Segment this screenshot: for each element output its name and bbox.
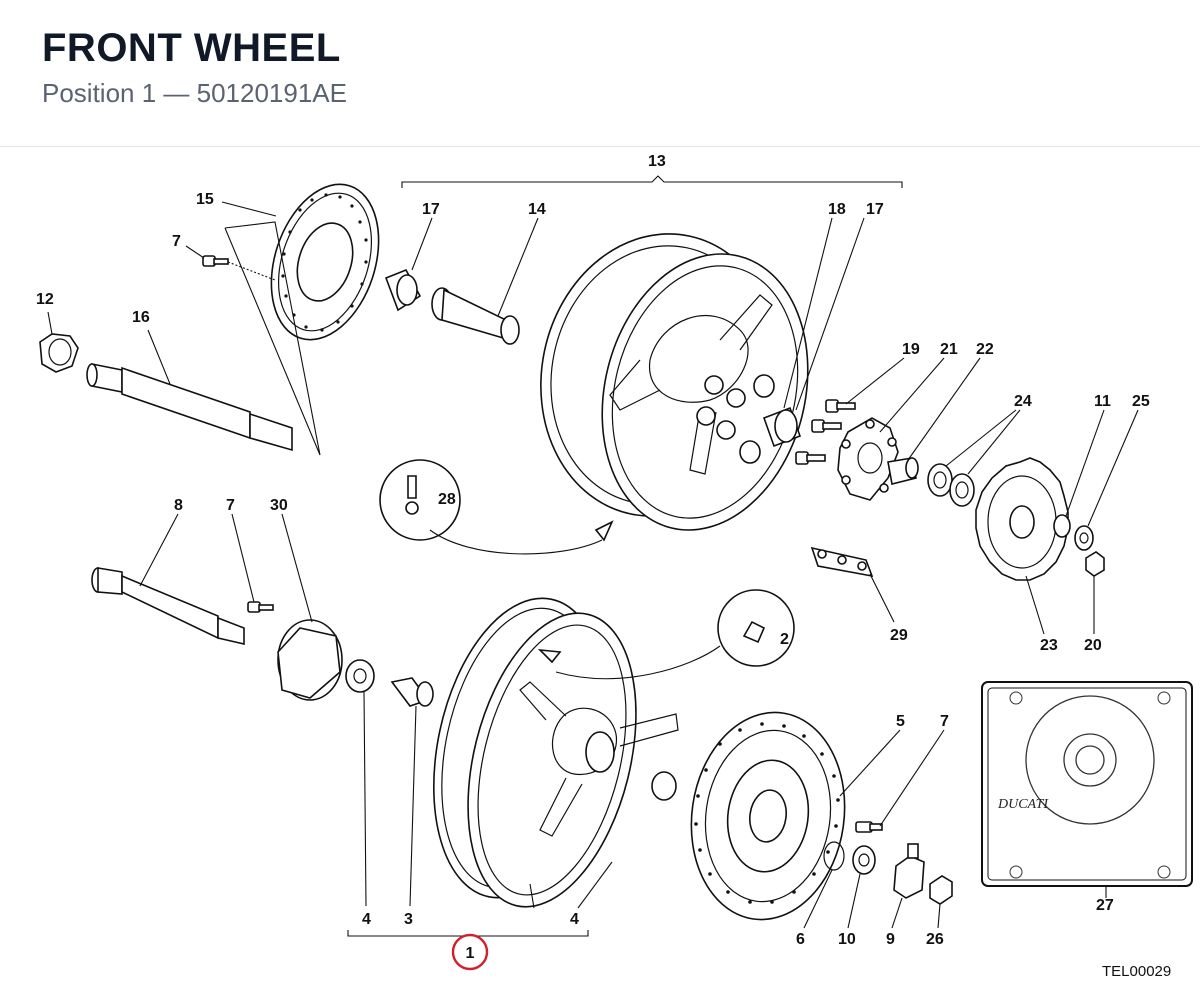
page-header: FRONT WHEEL Position 1 — 50120191AE xyxy=(0,0,1200,147)
callout-7c: 7 xyxy=(226,497,235,514)
page-subtitle: Position 1 — 50120191AE xyxy=(42,78,347,108)
bracket-13 xyxy=(401,175,903,188)
callout-8: 8 xyxy=(174,497,183,514)
callout-29: 29 xyxy=(890,627,908,644)
clamp-part-9[interactable] xyxy=(893,843,925,899)
axle-part-16[interactable] xyxy=(86,363,293,452)
sprocket-carrier-part-21[interactable] xyxy=(837,417,899,501)
callout-10: 10 xyxy=(838,931,856,948)
exploded-parts-diagram: DUCATI 13 15 17 14 18 17 7 12 16 19 21 2… xyxy=(0,146,1200,992)
callout-6: 6 xyxy=(796,931,805,948)
axle-part-8[interactable] xyxy=(91,567,245,646)
callout-25: 25 xyxy=(1132,393,1150,410)
wheel-rim-part-13[interactable] xyxy=(515,212,836,552)
callout-labels: 13 15 17 14 18 17 7 12 16 19 21 22 24 11… xyxy=(36,153,1150,948)
spacer-part-22[interactable] xyxy=(887,457,919,485)
callout-3: 3 xyxy=(404,911,413,928)
spacer-part-3[interactable] xyxy=(390,677,434,707)
inset-logo-text: DUCATI xyxy=(997,797,1049,812)
callout-15: 15 xyxy=(196,191,214,208)
callout-2: 2 xyxy=(780,631,789,648)
wheel-rim-part-1[interactable] xyxy=(408,582,679,924)
valve-callout-2 xyxy=(537,589,795,680)
speedo-drive-part-30[interactable] xyxy=(277,619,343,701)
callout-30: 30 xyxy=(270,497,288,514)
nut-part-26[interactable] xyxy=(929,875,953,905)
callout-14: 14 xyxy=(528,201,546,218)
bolt-part-7[interactable] xyxy=(855,821,883,833)
callout-5: 5 xyxy=(896,713,905,730)
bearing-part-4[interactable] xyxy=(345,659,375,693)
brake-disc-part-5[interactable] xyxy=(678,702,857,929)
spacer-part-14[interactable] xyxy=(431,287,520,345)
callout-13: 13 xyxy=(648,153,666,170)
nut-part-12[interactable] xyxy=(39,333,79,373)
callout-4: 4 xyxy=(362,911,371,928)
chain-link-part-29[interactable] xyxy=(810,546,874,578)
inset-panel-part-27[interactable]: DUCATI xyxy=(981,681,1193,887)
callout-28: 28 xyxy=(438,491,456,508)
bolt-part-7[interactable] xyxy=(247,601,274,613)
callout-21: 21 xyxy=(940,341,958,358)
bearing-part-17[interactable] xyxy=(384,268,422,312)
callout-23: 23 xyxy=(1040,637,1058,654)
callout-11: 11 xyxy=(1094,393,1111,410)
washer-part-25[interactable] xyxy=(1074,525,1094,551)
seal-part-10[interactable] xyxy=(852,845,876,875)
callout-22: 22 xyxy=(976,341,994,358)
callout-1-highlighted[interactable]: 1 xyxy=(451,933,489,971)
bearings-part-24[interactable] xyxy=(927,463,975,507)
callout-26: 26 xyxy=(926,931,944,948)
washer-part-11[interactable] xyxy=(1053,514,1071,538)
page-title: FRONT WHEEL xyxy=(42,26,341,70)
diagram-reference-code: TEL00029 xyxy=(1102,963,1171,980)
callout-7d: 7 xyxy=(940,713,949,730)
valve-callout-28 xyxy=(379,459,614,555)
callout-20: 20 xyxy=(1084,637,1102,654)
leader-15 xyxy=(224,221,321,456)
bearing-part-18[interactable] xyxy=(762,406,802,448)
callout-27: 27 xyxy=(1096,897,1114,914)
callout-24: 24 xyxy=(1014,393,1032,410)
sprocket-part-23[interactable] xyxy=(975,457,1069,581)
bolt-part-7[interactable] xyxy=(202,255,229,267)
callout-17: 17 xyxy=(422,201,440,218)
callout-17b: 17 xyxy=(866,201,884,218)
callout-19: 19 xyxy=(902,341,920,358)
callout-16: 16 xyxy=(132,309,150,326)
callout-4b: 4 xyxy=(570,911,579,928)
callout-18: 18 xyxy=(828,201,846,218)
bolts-part-19[interactable] xyxy=(795,399,856,465)
callout-9: 9 xyxy=(886,931,895,948)
callout-7: 7 xyxy=(172,233,181,250)
brake-disc-part-15[interactable] xyxy=(253,170,398,353)
highlight-ring xyxy=(451,933,489,971)
callout-1: 1 xyxy=(466,945,475,962)
callout-12: 12 xyxy=(36,291,54,308)
nut-part-20[interactable] xyxy=(1085,551,1105,577)
circlip-part-6[interactable] xyxy=(823,841,845,871)
